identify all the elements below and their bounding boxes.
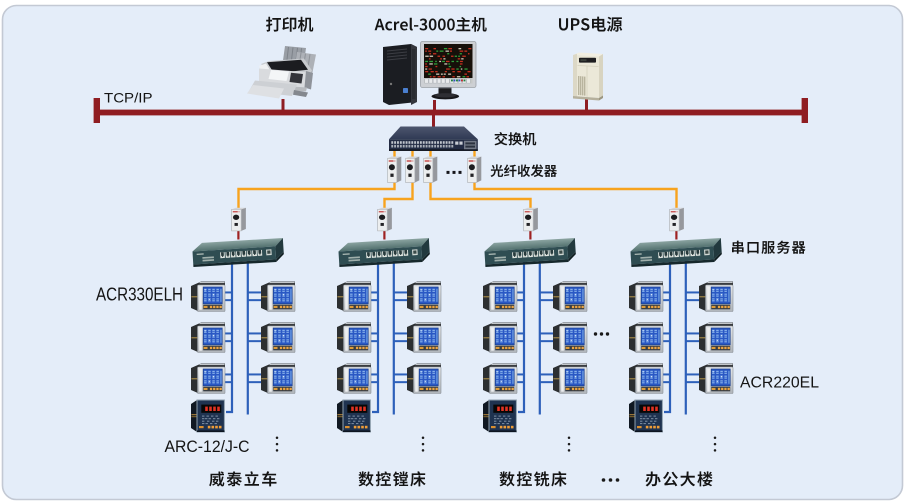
svg-text:ACR220EL: ACR220EL xyxy=(740,375,819,392)
svg-text:ARC-12/J-C: ARC-12/J-C xyxy=(165,437,250,456)
svg-text:ACR330ELH: ACR330ELH xyxy=(96,285,183,305)
svg-text:TCP/IP: TCP/IP xyxy=(104,90,153,106)
